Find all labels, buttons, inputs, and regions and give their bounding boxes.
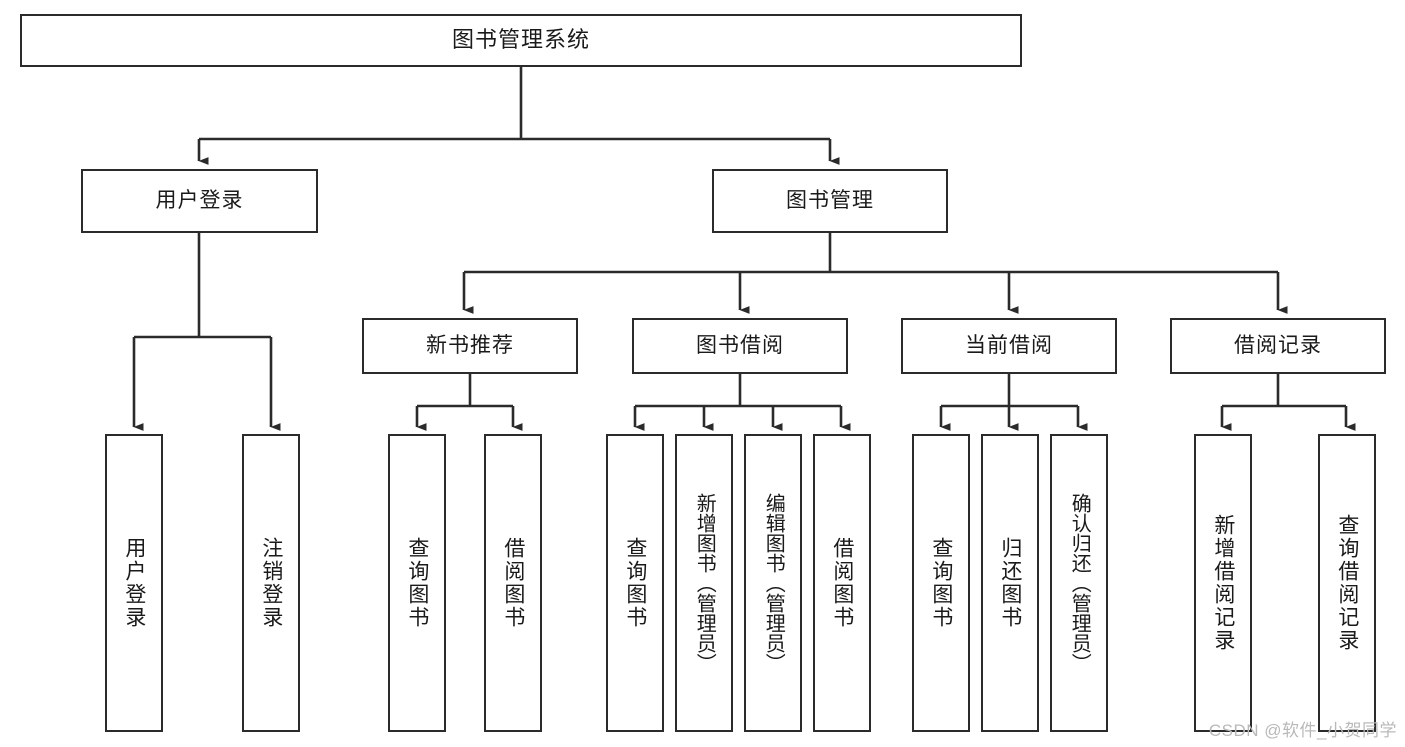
node-label: 查询图书 xyxy=(405,537,429,629)
node-label: 图书管理 xyxy=(786,189,874,213)
node-current-borrow[interactable]: 当前借阅 xyxy=(901,318,1117,374)
node-label: 查询图书 xyxy=(929,537,953,629)
csdn-watermark: CSDN @软件_小贺同学 xyxy=(1208,721,1397,740)
node-label: 用户登录 xyxy=(155,189,244,213)
node-label: 用户登录 xyxy=(122,537,146,629)
leaf-current-borrow-confirm-return-admin[interactable]: 确认归还（管理员） xyxy=(1050,434,1108,732)
leaf-book-borrow-query-book[interactable]: 查询图书 xyxy=(606,434,664,732)
node-label: 借阅记录 xyxy=(1234,334,1322,358)
node-label: 新增借阅记录 xyxy=(1211,514,1235,652)
node-user-login[interactable]: 用户登录 xyxy=(81,169,318,233)
leaf-user-login-login[interactable]: 用户登录 xyxy=(105,434,163,732)
node-label: 归还图书 xyxy=(998,537,1022,629)
node-root-book-management-system[interactable]: 图书管理系统 xyxy=(20,14,1022,67)
node-book-borrow[interactable]: 图书借阅 xyxy=(632,318,848,374)
node-label: 新书推荐 xyxy=(426,334,514,358)
leaf-current-borrow-return-book[interactable]: 归还图书 xyxy=(981,434,1039,732)
node-label: 查询借阅记录 xyxy=(1335,514,1359,652)
leaf-borrow-record-query-record[interactable]: 查询借阅记录 xyxy=(1318,434,1376,732)
leaf-book-borrow-borrow-book[interactable]: 借阅图书 xyxy=(813,434,871,732)
node-label: 注销登录 xyxy=(259,537,283,629)
node-new-book-recommend[interactable]: 新书推荐 xyxy=(362,318,578,374)
node-label: 借阅图书 xyxy=(501,537,525,629)
leaf-current-borrow-query-book[interactable]: 查询图书 xyxy=(912,434,970,732)
leaf-new-book-query-book[interactable]: 查询图书 xyxy=(388,434,446,732)
leaf-user-login-logout[interactable]: 注销登录 xyxy=(242,434,300,732)
node-borrow-record[interactable]: 借阅记录 xyxy=(1170,318,1386,374)
node-label: 新增图书（管理员） xyxy=(693,493,716,673)
node-book-management[interactable]: 图书管理 xyxy=(712,169,948,233)
node-label: 借阅图书 xyxy=(830,537,854,629)
node-label: 图书管理系统 xyxy=(451,27,590,53)
node-label: 图书借阅 xyxy=(696,334,784,358)
leaf-borrow-record-add-record[interactable]: 新增借阅记录 xyxy=(1194,434,1252,732)
leaf-book-borrow-edit-book-admin[interactable]: 编辑图书（管理员） xyxy=(744,434,802,732)
leaf-new-book-borrow-book[interactable]: 借阅图书 xyxy=(484,434,542,732)
node-label: 编辑图书（管理员） xyxy=(762,493,785,673)
leaf-book-borrow-add-book-admin[interactable]: 新增图书（管理员） xyxy=(675,434,733,732)
node-label: 确认归还（管理员） xyxy=(1068,493,1091,673)
node-label: 当前借阅 xyxy=(965,334,1053,358)
node-label: 查询图书 xyxy=(623,537,647,629)
